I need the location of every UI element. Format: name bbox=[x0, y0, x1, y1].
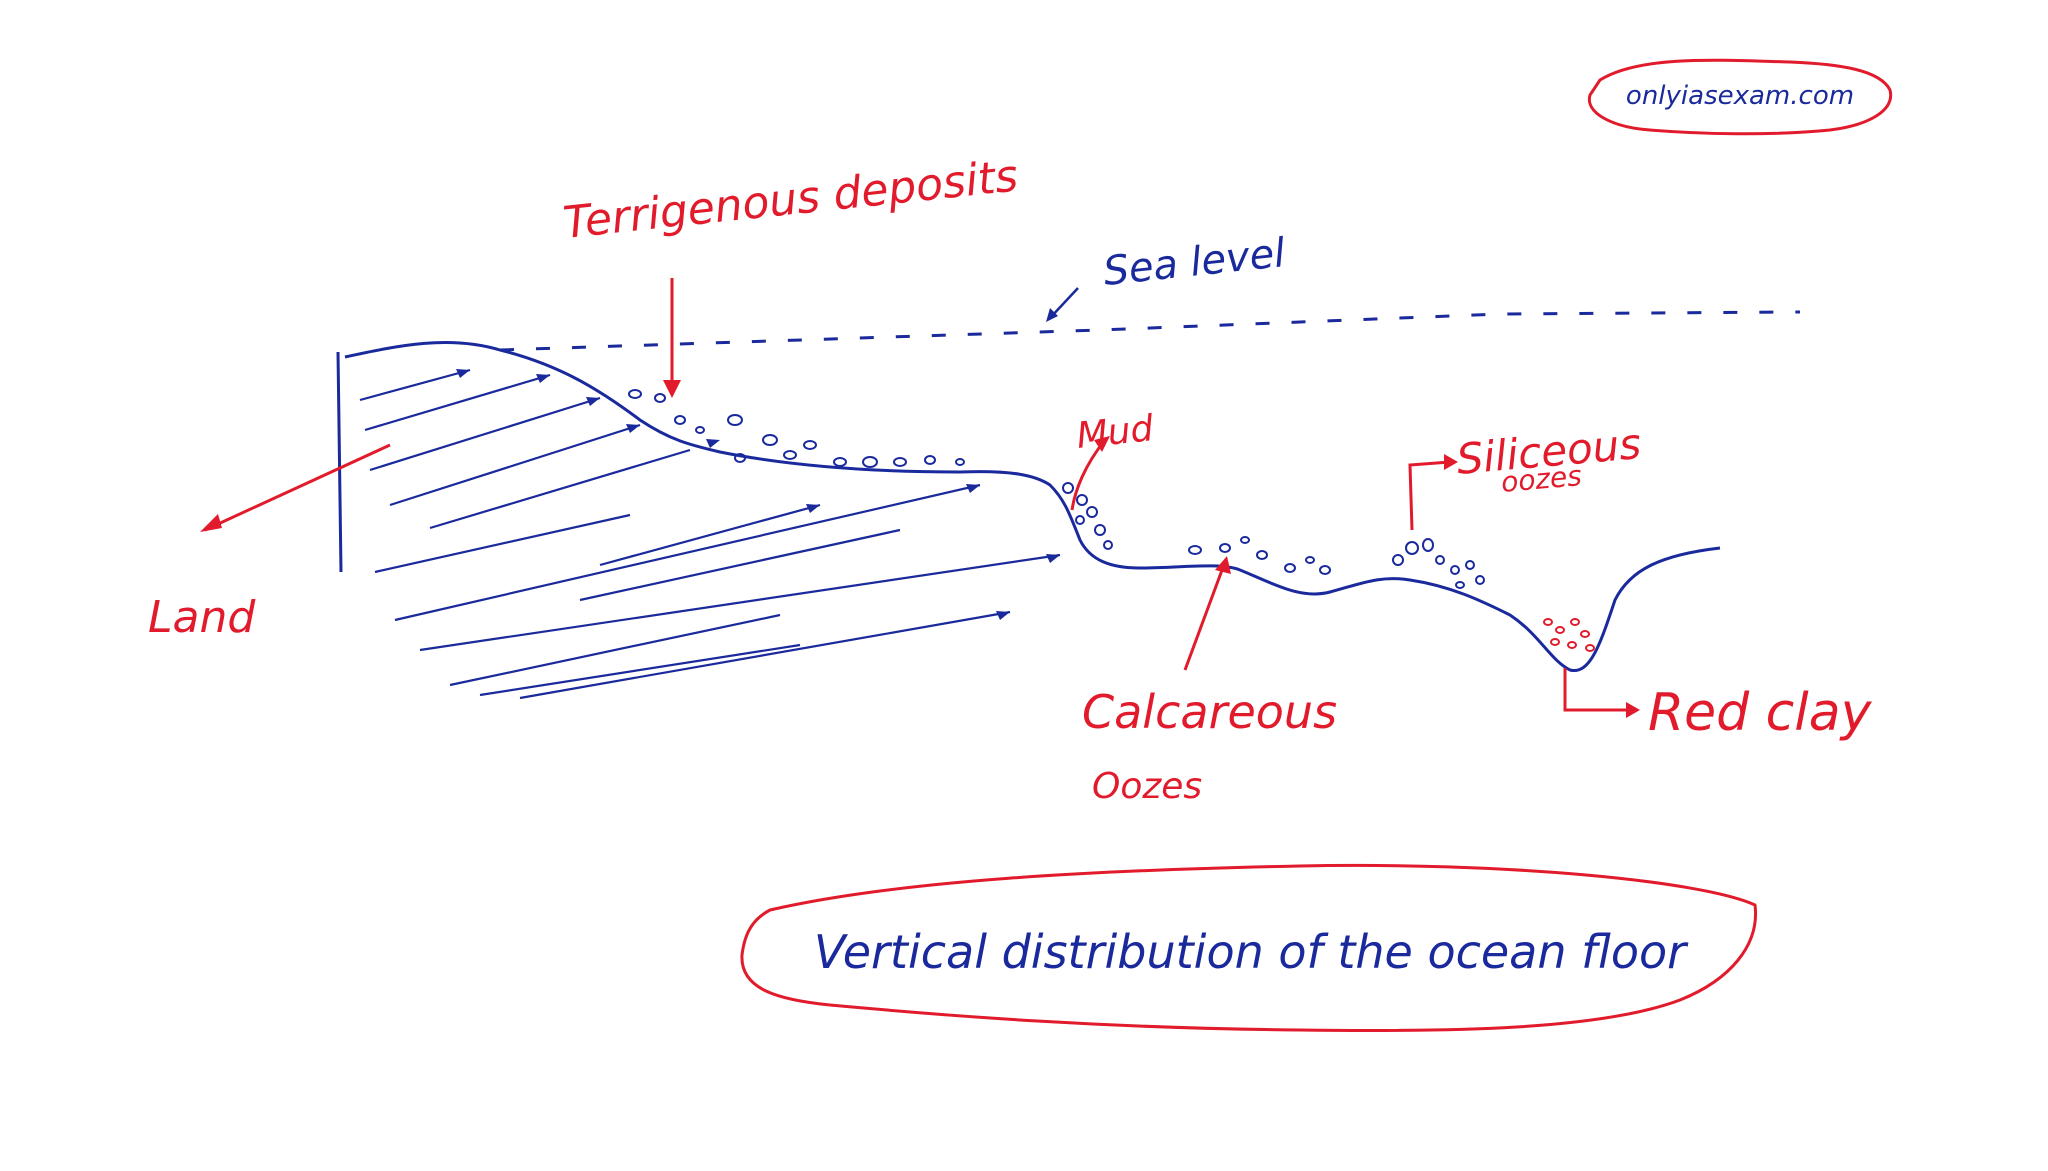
label-sea-level: Sea level bbox=[1101, 230, 1287, 295]
label-siliceous-line2: oozes bbox=[1500, 459, 1583, 499]
siliceous-pebbles bbox=[1392, 538, 1485, 589]
calcareous-pebbles bbox=[1188, 536, 1331, 575]
land-boundary-line bbox=[336, 351, 343, 573]
red-clay-deposits bbox=[1543, 618, 1595, 652]
red-clay-arrow bbox=[1563, 668, 1630, 712]
watermark-text: onlyiasexam.com bbox=[1626, 81, 1854, 111]
mud-pebbles bbox=[1062, 482, 1113, 550]
title-text: Vertical distribution of the ocean floor bbox=[814, 925, 1689, 979]
title-badge: Vertical distribution of the ocean floor bbox=[740, 863, 1758, 1033]
label-red-clay: Red clay bbox=[1648, 683, 1873, 743]
land-arrow bbox=[204, 443, 391, 532]
ocean-floor-profile bbox=[344, 340, 1721, 672]
label-terrigenous: Terrigenous deposits bbox=[561, 150, 1021, 248]
sea-level-line bbox=[499, 310, 1801, 352]
title-border bbox=[740, 863, 1758, 1033]
label-calcareous-line2: Oozes bbox=[1092, 766, 1202, 807]
land-hatching bbox=[359, 368, 1061, 700]
watermark-badge: onlyiasexam.com bbox=[1587, 58, 1893, 136]
label-calcareous-line1: Calcareous bbox=[1082, 685, 1337, 739]
sea-level-pointer bbox=[1046, 287, 1079, 322]
annotation-arrows bbox=[204, 278, 1630, 712]
label-land: Land bbox=[148, 592, 256, 643]
siliceous-arrow bbox=[1408, 460, 1451, 531]
hatching-arrowheads bbox=[456, 369, 1060, 620]
label-mud: Mud bbox=[1075, 408, 1157, 457]
watermark-border bbox=[1587, 58, 1893, 136]
annotation-arrowheads bbox=[200, 380, 1640, 718]
calcareous-arrow bbox=[1183, 561, 1227, 671]
terrigenous-pebbles bbox=[628, 389, 965, 468]
